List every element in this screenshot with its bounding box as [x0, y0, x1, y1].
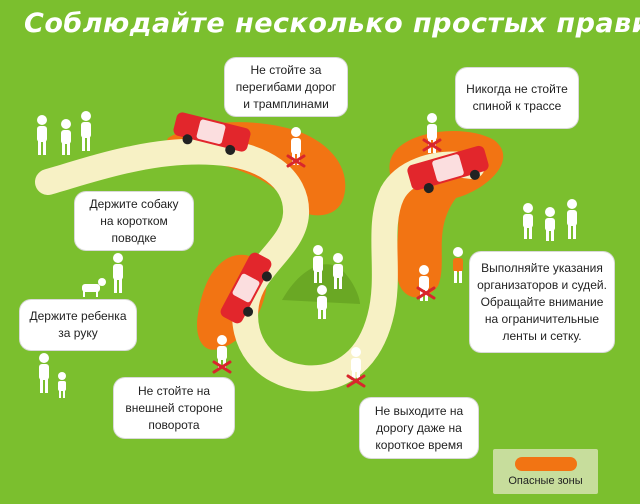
- rule-bends: Не стойте за перегибами дорог и трамплин…: [225, 58, 347, 116]
- rule-back-to-track: Никогда не стойте спиной к трассе: [456, 68, 578, 128]
- page-title: Соблюдайте несколько простых правил:: [24, 8, 640, 39]
- road: [35, 138, 485, 392]
- dog: [82, 278, 106, 297]
- car-left: [220, 252, 272, 324]
- legend-swatch: [515, 457, 577, 471]
- rule-do-not-enter-road: Не выходите на дорогу даже на короткое в…: [360, 398, 478, 458]
- legend: Опасные зоны: [493, 449, 598, 494]
- car-top: [173, 112, 251, 155]
- legend-label: Опасные зоны: [508, 475, 583, 487]
- rule-organizers: Выполняйте указания организаторов и суде…: [470, 252, 614, 352]
- rule-outer-turn: Не стойте на внешней стороне поворота: [114, 378, 234, 438]
- spectators: [37, 111, 577, 398]
- rule-dog-leash: Держите собаку на коротком поводке: [75, 192, 193, 250]
- rule-child-hand: Держите ребенка за руку: [20, 300, 136, 350]
- organizer-figure: [453, 247, 463, 283]
- danger-marks: [212, 138, 442, 388]
- car-right: [407, 145, 489, 194]
